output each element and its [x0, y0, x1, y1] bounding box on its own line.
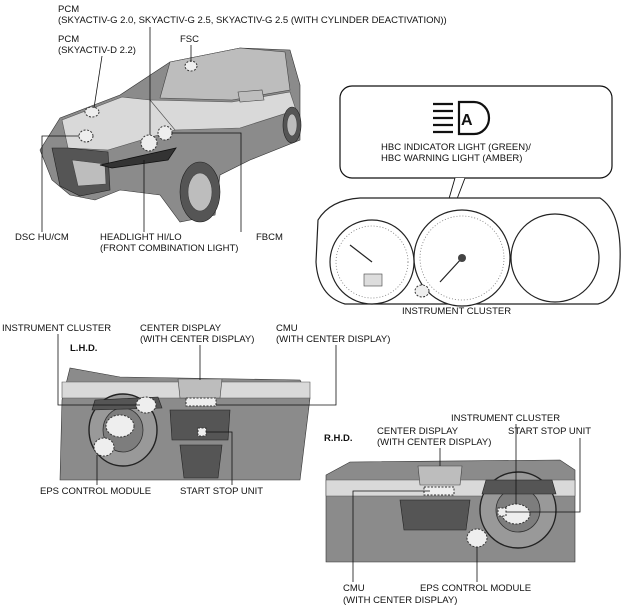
lhd-heading: L.H.D. [70, 343, 97, 354]
headlight-label-line2: (FRONT COMBINATION LIGHT) [100, 243, 238, 254]
rhd-instrument-cluster-label: INSTRUMENT CLUSTER [451, 413, 560, 424]
rhd-cmu-line2: (WITH CENTER DISPLAY) [343, 595, 457, 606]
lhd-start-stop-label: START STOP UNIT [180, 486, 263, 497]
fbcm-label: FBCM [256, 232, 283, 243]
fsc-label: FSC [180, 34, 199, 45]
hbc-warning-label: HBC WARNING LIGHT (AMBER) [381, 153, 522, 164]
pcm-gasoline-detail: (SKYACTIV-G 2.0, SKYACTIV-G 2.5, SKYACTI… [58, 15, 447, 26]
pcm-diesel-title: PCM [58, 34, 79, 45]
lhd-instrument-cluster-label: INSTRUMENT CLUSTER [2, 323, 111, 334]
hbc-indicator-icon: A [433, 100, 491, 136]
vehicle-leader-lines [41, 27, 242, 232]
rhd-dashboard-illustration [325, 459, 576, 563]
rhd-cmu-line1: CMU [343, 583, 365, 594]
lhd-leader-lines [57, 334, 337, 485]
svg-text:A: A [461, 112, 473, 129]
instrument-cluster-label: INSTRUMENT CLUSTER [402, 306, 511, 317]
pcm-diesel-detail: (SKYACTIV-D 2.2) [58, 45, 136, 56]
lhd-dashboard-illustration [59, 367, 311, 481]
vehicle-illustration [39, 47, 302, 223]
rhd-leader-lines [352, 424, 581, 582]
headlight-label-line1: HEADLIGHT HI/LO [100, 232, 182, 243]
hbc-callout: A HBC INDICATOR LIGHT (GREEN)/ HBC WARNI… [339, 85, 613, 179]
lhd-eps-label: EPS CONTROL MODULE [40, 486, 151, 497]
rhd-heading: R.H.D. [324, 433, 353, 444]
rhd-start-stop-label: START STOP UNIT [508, 426, 591, 437]
lhd-center-display-line2: (WITH CENTER DISPLAY) [140, 334, 254, 345]
lhd-center-display-line1: CENTER DISPLAY [140, 323, 222, 334]
rhd-eps-label: EPS CONTROL MODULE [420, 583, 531, 594]
rhd-center-display-line2: (WITH CENTER DISPLAY) [377, 437, 491, 448]
lhd-cmu-line1: CMU [276, 323, 298, 334]
rhd-center-display-line1: CENTER DISPLAY [377, 426, 459, 437]
lhd-cmu-line2: (WITH CENTER DISPLAY) [276, 334, 390, 345]
dsc-hu-cm-label: DSC HU/CM [15, 232, 69, 243]
instrument-cluster-illustration [315, 197, 621, 307]
pcm-gasoline-title: PCM [58, 4, 79, 15]
hbc-indicator-label: HBC INDICATOR LIGHT (GREEN)/ [381, 142, 531, 153]
